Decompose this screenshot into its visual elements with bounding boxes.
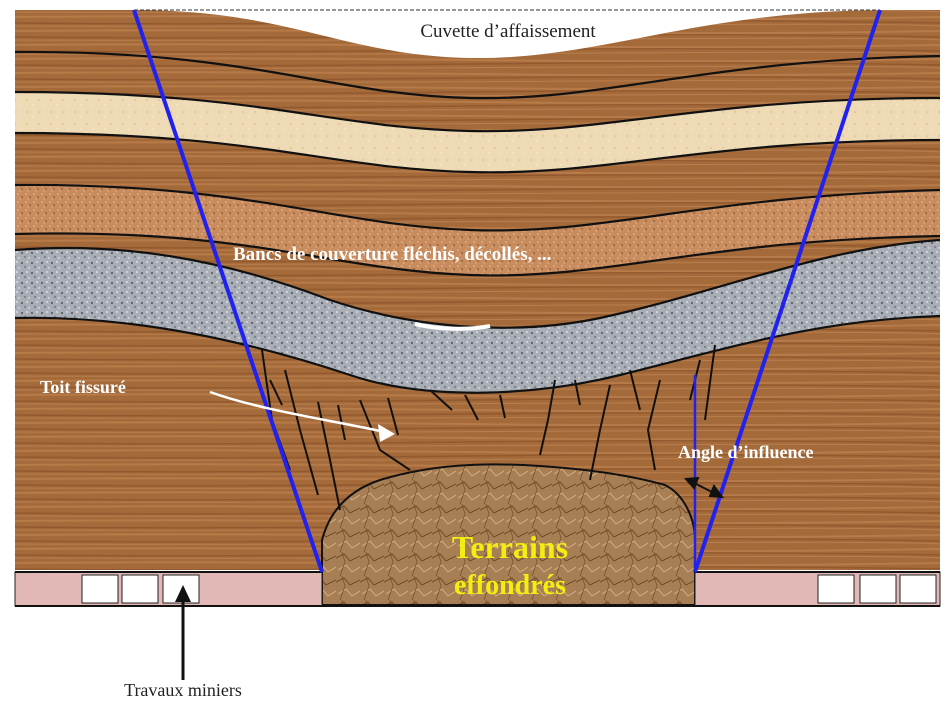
label-influence-angle: Angle d’influence [678, 442, 814, 462]
label-cover-beds: Bancs de couverture fléchis, décollés, .… [233, 244, 551, 265]
label-cracked-roof: Toit fissuré [40, 377, 126, 397]
label-collapsed-2: effondrés [454, 570, 566, 601]
label-collapsed-1: Terrains [452, 529, 568, 565]
mine-workings-arrow [175, 585, 191, 680]
label-mine-workings: Travaux miniers [124, 680, 242, 700]
label-basin: Cuvette d’affaissement [420, 21, 596, 42]
